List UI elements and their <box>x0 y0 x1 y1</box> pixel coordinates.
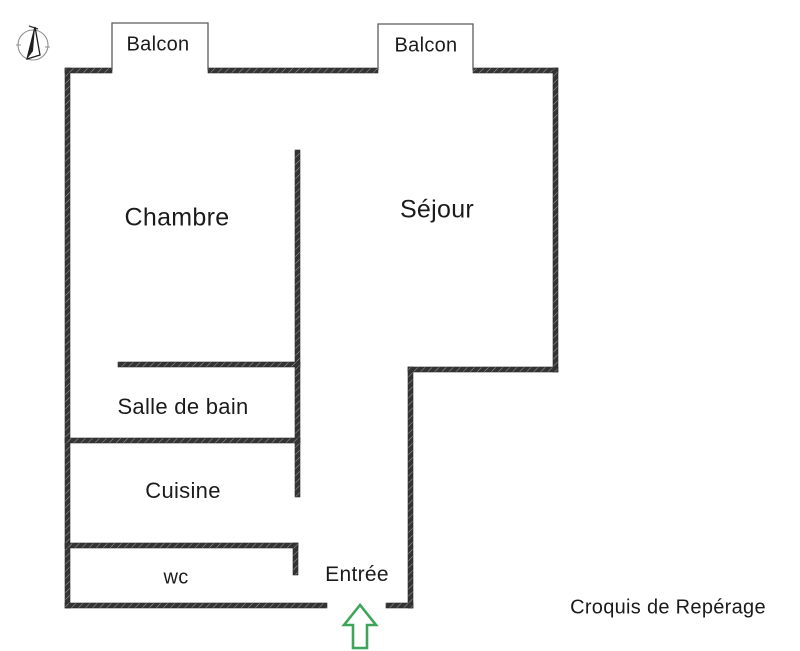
wall-wc-top <box>64 542 299 549</box>
balcony-1-label: Balcon <box>126 33 190 56</box>
wall-left <box>64 67 71 609</box>
wall-top-segment-3 <box>472 67 559 74</box>
wall-bottom-segment-2 <box>385 602 414 609</box>
room-label-wc: wc <box>163 566 189 589</box>
outer-walls <box>64 67 559 609</box>
room-label-chambre: Chambre <box>124 203 230 232</box>
wall-wc-stub <box>292 542 299 576</box>
room-label-sejour: Séjour <box>399 195 475 224</box>
entrance-arrow-up-icon <box>341 602 379 650</box>
room-label-entree: Entrée <box>325 563 389 586</box>
interior-walls <box>64 149 301 576</box>
room-label-cuisine: Cuisine <box>145 478 221 503</box>
room-label-salle-de-bain: Salle de bain <box>117 394 249 419</box>
balcony-1-outline <box>111 22 209 70</box>
balcony-outlines <box>111 22 474 70</box>
balcony-2-outline <box>377 23 474 70</box>
plan-caption: Croquis de Repérage <box>570 596 766 619</box>
wall-step-horizontal <box>407 366 559 373</box>
compass-north-icon <box>16 25 50 61</box>
wall-top-segment-2 <box>207 67 379 74</box>
wall-salle-de-bain-top <box>117 361 301 368</box>
wall-step-vertical <box>407 366 414 609</box>
wall-bottom-segment-1 <box>64 602 328 609</box>
wall-salle-de-bain-bottom <box>64 437 301 444</box>
wall-chambre-sejour-divider <box>294 149 301 498</box>
wall-right <box>552 67 559 373</box>
balcony-2-label: Balcon <box>394 34 458 57</box>
wall-top-segment-1 <box>64 67 113 74</box>
